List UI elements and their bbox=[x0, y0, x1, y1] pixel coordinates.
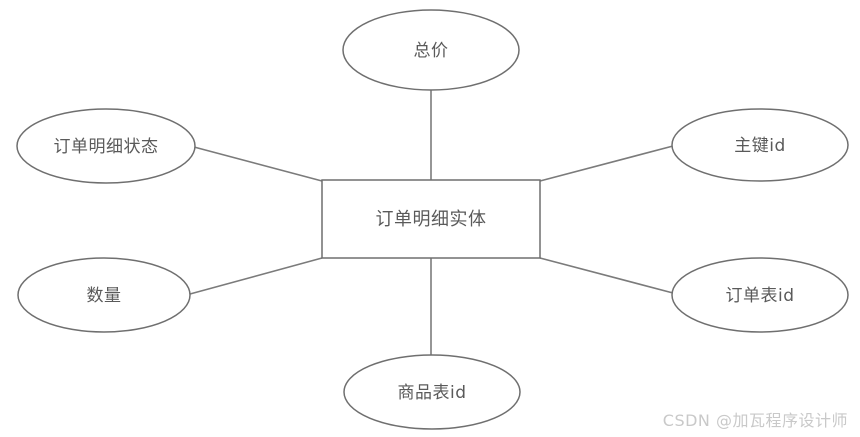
attribute-label-primary-key-id: 主键id bbox=[734, 136, 786, 156]
ellipse-total-price[interactable] bbox=[342, 9, 520, 91]
attribute-node-quantity[interactable]: 数量 bbox=[17, 257, 191, 333]
ellipse-quantity[interactable] bbox=[17, 257, 191, 333]
edge-group bbox=[189, 86, 674, 357]
ellipse-order-table-id[interactable] bbox=[671, 257, 849, 333]
attribute-label-total-price: 总价 bbox=[414, 41, 449, 61]
entity-label-order-detail: 订单明细实体 bbox=[376, 209, 487, 230]
attribute-node-order-detail-status[interactable]: 订单明细状态 bbox=[16, 108, 196, 184]
attribute-node-product-table-id[interactable]: 商品表id bbox=[343, 354, 521, 430]
csdn-watermark: CSDN @加瓦程序设计师 bbox=[662, 411, 848, 430]
edge-quantity bbox=[189, 257, 323, 295]
ellipse-primary-key-id[interactable] bbox=[671, 108, 849, 182]
entity-node-order-detail[interactable]: 订单明细实体 bbox=[321, 179, 541, 259]
attribute-label-quantity: 数量 bbox=[87, 286, 122, 306]
attribute-label-order-table-id: 订单表id bbox=[725, 286, 794, 306]
attribute-node-order-table-id[interactable]: 订单表id bbox=[671, 257, 849, 333]
edge-order-table-id bbox=[539, 257, 674, 294]
attribute-label-order-detail-status: 订单明细状态 bbox=[54, 137, 159, 157]
attribute-node-total-price[interactable]: 总价 bbox=[342, 9, 520, 91]
ellipse-product-table-id[interactable] bbox=[343, 354, 521, 430]
ellipse-order-detail-status[interactable] bbox=[16, 108, 196, 184]
edge-primary-key-id bbox=[539, 145, 674, 182]
attribute-label-product-table-id: 商品表id bbox=[397, 383, 466, 403]
attribute-node-primary-key-id[interactable]: 主键id bbox=[671, 108, 849, 182]
edge-order-detail-status bbox=[193, 146, 323, 182]
rectangle-entity-order-detail[interactable] bbox=[321, 179, 541, 259]
